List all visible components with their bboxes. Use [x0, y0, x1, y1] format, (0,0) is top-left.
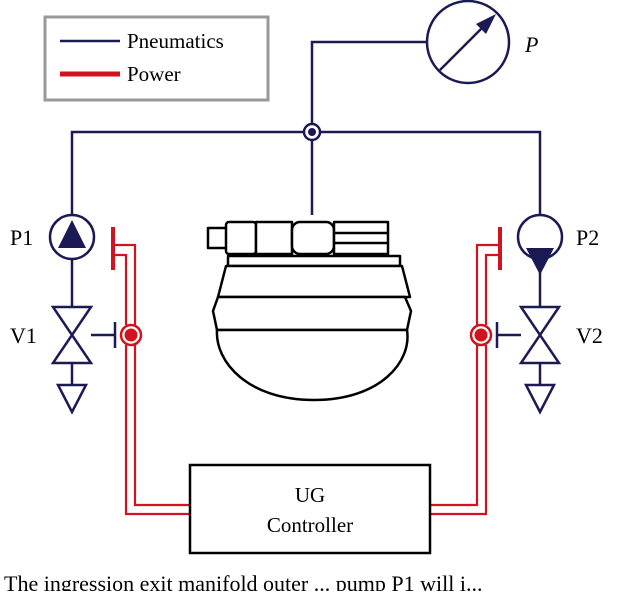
pump-p1-label: P1	[10, 225, 33, 250]
controller-line2: Controller	[267, 513, 353, 537]
valve-v1	[50, 305, 117, 365]
valve-v1-label: V1	[10, 323, 37, 348]
gauge-arrow-icon	[476, 14, 496, 34]
gauge-label: P	[524, 32, 538, 57]
pressure-gauge: P	[425, 0, 538, 85]
pump-p2: P2	[516, 213, 599, 275]
junction-node	[302, 122, 322, 142]
v2-power-node	[469, 323, 493, 347]
controller-line1: UG	[295, 483, 325, 507]
ug-controller: UG Controller	[188, 463, 432, 555]
pump-p2-label: P2	[576, 225, 599, 250]
v1-power-node	[119, 323, 143, 347]
pump-down-arrow-icon	[526, 248, 554, 275]
legend-box	[43, 15, 270, 102]
figure-caption-fragment: The ingression exit manifold outer ... p…	[4, 571, 483, 591]
legend: Pneumatics Power	[43, 15, 270, 102]
pump-p1: P1	[10, 213, 96, 261]
suction-gripper	[206, 220, 413, 402]
pump-up-arrow-icon	[58, 220, 86, 248]
valve-v2	[495, 305, 562, 365]
power-wires	[113, 243, 500, 516]
exhaust-right-icon	[523, 383, 557, 415]
exhaust-left-icon	[55, 383, 89, 415]
legend-power-label: Power	[127, 62, 181, 86]
legend-pneumatics-label: Pneumatics	[127, 29, 224, 53]
valve-v2-label: V2	[576, 323, 603, 348]
